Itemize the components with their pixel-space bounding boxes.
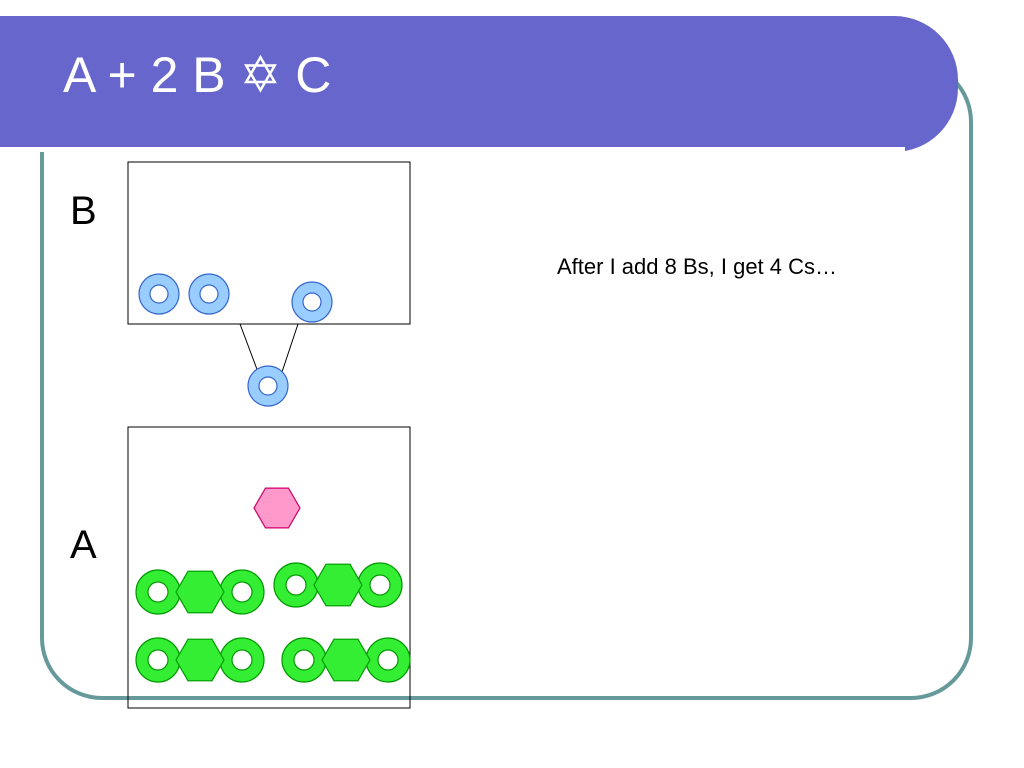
container-a — [127, 426, 411, 709]
b-part-icon — [357, 562, 403, 608]
container-b-label: B — [70, 189, 97, 233]
b-molecule-icon — [247, 365, 289, 407]
container-a-label: A — [70, 523, 97, 567]
a-part-icon — [175, 570, 225, 614]
c-complex-icon — [281, 637, 411, 683]
c-complexes — [135, 562, 411, 683]
a-molecules — [253, 487, 301, 529]
a-molecule-icon — [253, 487, 301, 529]
container-b — [127, 161, 411, 325]
b-molecule-icon — [188, 273, 230, 315]
b-part-icon — [281, 637, 327, 683]
b-part-icon — [365, 637, 411, 683]
b-molecule-icon — [291, 281, 333, 323]
b-part-icon — [219, 637, 265, 683]
a-part-icon — [321, 638, 371, 682]
c-complex-icon — [135, 637, 265, 683]
b-part-icon — [135, 637, 181, 683]
title-bar — [0, 16, 958, 152]
a-part-icon — [313, 563, 363, 607]
b-part-icon — [219, 569, 265, 615]
slide-title: A + 2 B ✡ C — [63, 47, 332, 103]
b-molecule-icon — [138, 273, 180, 315]
c-complex-icon — [273, 562, 403, 608]
b-part-icon — [135, 569, 181, 615]
b-part-icon — [273, 562, 319, 608]
a-part-icon — [175, 638, 225, 682]
body-text: After I add 8 Bs, I get 4 Cs… — [557, 254, 838, 279]
title-rule — [0, 147, 905, 152]
b-molecules — [138, 273, 333, 407]
c-complex-icon — [135, 569, 265, 615]
funnel — [239, 323, 299, 373]
